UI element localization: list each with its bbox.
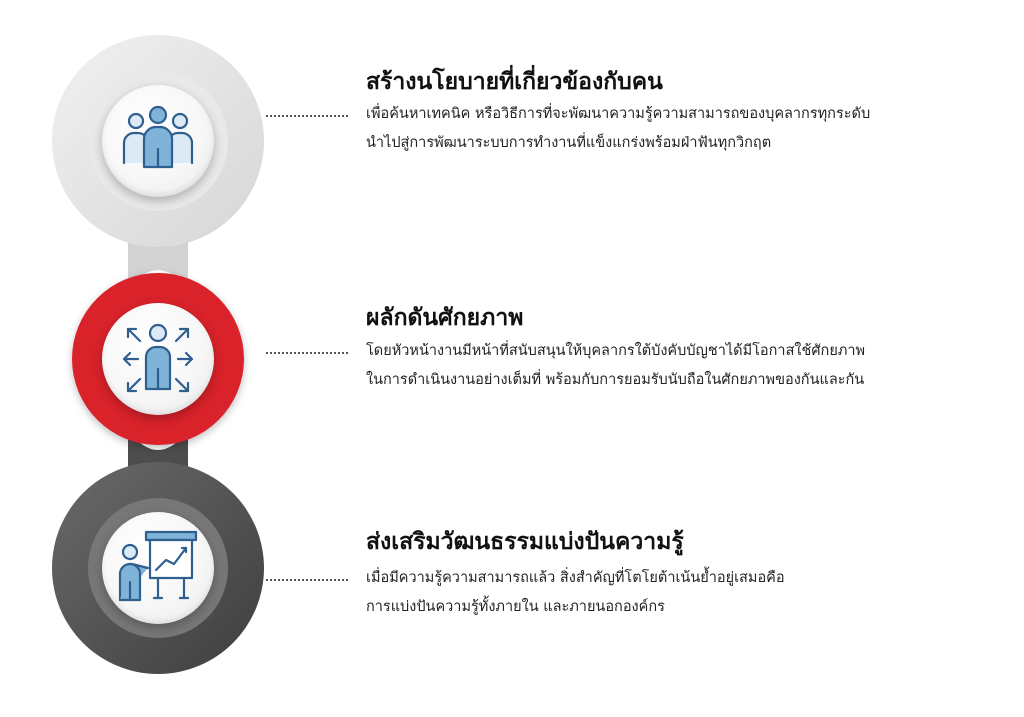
step-3-line-1: เมื่อมีความรู้ความสามารถแล้ว สิ่งสำคัญที… [366, 570, 785, 586]
step-1-line-2: นำไปสู่การพัฒนาระบบการทำงานที่แข็งแกร่งพ… [366, 135, 772, 151]
presenter-chart-icon [118, 530, 198, 602]
step-3-title: ส่งเสริมวัฒนธรรมแบ่งปันความรู้ [366, 529, 684, 555]
step-1-leader [266, 115, 348, 117]
step-3-line-2: การแบ่งปันความรู้ทั้งภายใน และภายนอกองค์… [366, 599, 665, 615]
step-2-leader [266, 352, 348, 354]
step-2-disc [102, 303, 214, 415]
step-3-disc [102, 512, 214, 624]
step-2-line-1: โดยหัวหน้างานมีหน้าที่สนับสนุนให้บุคลากร… [366, 343, 866, 359]
step-1-disc [102, 85, 214, 197]
step-2-line-2: ในการดำเนินงานอย่างเต็มที่ พร้อมกับการยอ… [366, 372, 865, 388]
person-expand-arrows-icon [122, 323, 194, 393]
team-icon [122, 105, 194, 169]
step-2-title: ผลักดันศักยภาพ [366, 305, 524, 331]
step-1-line-1: เพื่อค้นหาเทคนิค หรือวิธีการที่จะพัฒนาคว… [366, 106, 871, 122]
step-3-leader [266, 579, 348, 581]
step-1-title: สร้างนโยบายที่เกี่ยวข้องกับคน [366, 69, 663, 95]
